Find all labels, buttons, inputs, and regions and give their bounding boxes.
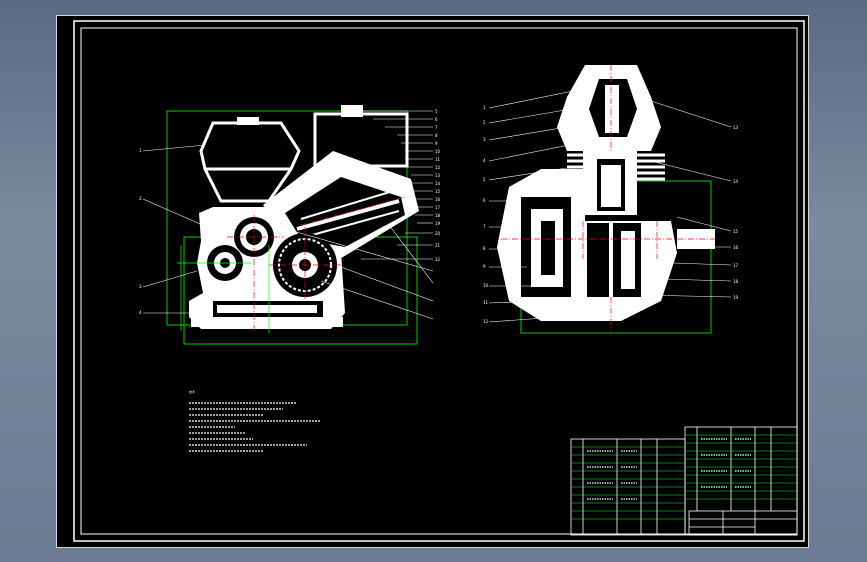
sheet-outer-border xyxy=(73,20,805,542)
balloon-rv-15: 15 xyxy=(733,229,739,234)
left-view-labels: 1 2 3 4 5 6 7 8 9 10 11 12 13 14 15 16 1… xyxy=(139,109,441,315)
right-view-labels: 1 2 3 4 5 6 7 8 9 10 11 12 13 14 15 16 1… xyxy=(483,105,739,324)
balloon-rv-7: 7 xyxy=(483,224,486,229)
balloon-rv-10: 10 xyxy=(483,283,489,288)
parts-list-text xyxy=(587,438,751,500)
right-view xyxy=(488,65,732,334)
left-view xyxy=(142,105,434,345)
balloon-rv-11: 11 xyxy=(483,300,489,305)
balloon-rv-19: 19 xyxy=(733,295,739,300)
balloon-right-14: 14 xyxy=(435,181,441,186)
balloon-rv-14: 14 xyxy=(733,179,739,184)
balloon-rv-17: 17 xyxy=(733,263,739,268)
balloon-rv-3: 3 xyxy=(483,137,486,142)
balloon-right-7: 7 xyxy=(435,125,438,130)
balloon-rv-4: 4 xyxy=(483,158,486,163)
balloon-right-16: 16 xyxy=(435,197,441,202)
balloon-rv-1: 1 xyxy=(483,105,486,110)
balloon-right-15: 15 xyxy=(435,189,441,194)
balloon-right-13: 13 xyxy=(435,173,441,178)
engineering-drawing: 1 2 3 4 5 6 7 8 9 10 11 12 13 14 15 16 1… xyxy=(73,20,805,542)
balloon-left-4: 4 xyxy=(139,310,142,315)
balloon-right-6: 6 xyxy=(435,117,438,122)
balloon-right-22: 22 xyxy=(435,257,441,262)
balloon-rv-2: 2 xyxy=(483,120,486,125)
balloon-right-18: 18 xyxy=(435,213,441,218)
balloon-rv-16: 16 xyxy=(733,245,739,250)
balloon-right-20: 20 xyxy=(435,231,441,236)
balloon-right-19: 19 xyxy=(435,221,441,226)
balloon-right-17: 17 xyxy=(435,205,441,210)
balloon-rv-13: 13 xyxy=(733,125,739,130)
balloon-left-2: 2 xyxy=(139,196,142,201)
balloon-right-10: 10 xyxy=(435,149,441,154)
balloon-rv-18: 18 xyxy=(733,279,739,284)
balloon-rv-8: 8 xyxy=(483,246,486,251)
balloon-rv-5: 5 xyxy=(483,177,486,182)
cad-viewport[interactable]: 1 2 3 4 5 6 7 8 9 10 11 12 13 14 15 16 1… xyxy=(56,15,809,548)
balloon-right-5: 5 xyxy=(435,109,438,114)
balloon-left-1: 1 xyxy=(139,148,142,153)
balloon-left-3: 3 xyxy=(139,284,142,289)
balloon-rv-9: 9 xyxy=(483,264,486,269)
balloon-rv-6: 6 xyxy=(483,198,486,203)
parts-list xyxy=(570,426,798,536)
balloon-right-21: 21 xyxy=(435,243,441,248)
balloon-rv-12: 12 xyxy=(483,319,489,324)
technical-notes: 技术 xyxy=(189,389,321,452)
balloon-right-8: 8 xyxy=(435,133,438,138)
notes-title: 技术 xyxy=(189,389,195,394)
balloon-right-9: 9 xyxy=(435,141,438,146)
sheet-inner-border xyxy=(80,27,798,535)
balloon-right-12: 12 xyxy=(435,165,441,170)
balloon-right-11: 11 xyxy=(435,157,441,162)
